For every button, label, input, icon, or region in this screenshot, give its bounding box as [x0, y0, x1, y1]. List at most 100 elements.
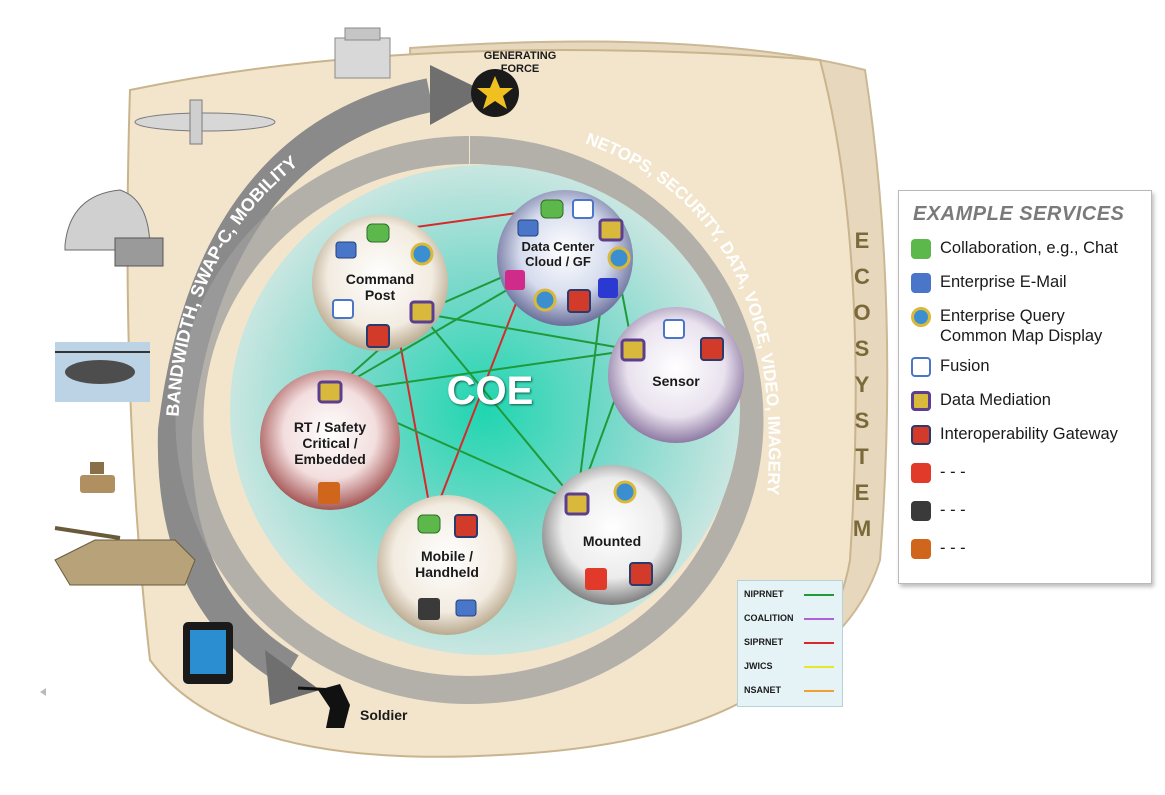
example-services-legend: EXAMPLE SERVICES Collaboration, e.g., Ch… — [898, 190, 1152, 584]
ecosystem-letter: Y — [855, 372, 870, 397]
legend-item: - - - — [911, 463, 966, 483]
legend-item-label: - - - — [940, 501, 966, 519]
red-square-icon — [911, 463, 931, 483]
globe-icon — [607, 246, 631, 270]
coe-title: COE — [446, 369, 534, 413]
bubble-icons — [317, 199, 724, 620]
legend-item: - - - — [911, 539, 966, 559]
building-icon — [334, 27, 391, 79]
legend-item: Enterprise Query Common Map Display — [911, 307, 1102, 347]
network-legend-swatch — [804, 618, 834, 620]
chat-icon — [540, 199, 564, 219]
network-legend-label: SIPRNET — [744, 637, 784, 647]
gray-square-icon — [911, 501, 931, 521]
chat-icon — [417, 514, 441, 534]
puzzle-icon — [629, 562, 653, 586]
puzzle-icon — [567, 289, 591, 313]
aircraft-icon — [134, 99, 276, 145]
chat-icon — [911, 239, 931, 259]
email-icon — [335, 241, 357, 259]
mediation-icon — [911, 391, 931, 411]
network-legend-label: NIPRNET — [744, 589, 784, 599]
network-legend-label: COALITION — [744, 613, 794, 623]
legend-item: - - - — [911, 501, 966, 521]
email-icon — [517, 219, 539, 237]
mobile-label: Mobile / Handheld — [415, 548, 479, 581]
network-legend-label: JWICS — [744, 661, 773, 671]
ecosystem-letter: E — [855, 228, 870, 253]
gray-square-icon — [418, 598, 440, 620]
mediation-icon — [317, 380, 343, 404]
email-icon — [455, 599, 477, 617]
star-icon — [477, 76, 513, 109]
network-legend-swatch — [804, 690, 834, 692]
command-post-label: Command Post — [345, 271, 415, 304]
legend-item-label: Enterprise Query Common Map Display — [940, 307, 1103, 345]
small-triangle-marker — [40, 688, 46, 696]
ecosystem-letter: S — [855, 408, 870, 433]
ecosystem-letter: O — [853, 300, 870, 325]
ecosystem-letter: C — [854, 264, 870, 289]
robot-icon — [80, 462, 115, 493]
mediation-icon — [564, 492, 590, 516]
legend-item: Data Mediation — [911, 391, 1051, 411]
ecosystem-letter: T — [855, 444, 869, 469]
legend-item: Interoperability Gateway — [911, 425, 1118, 445]
red-square-icon — [585, 568, 607, 590]
data-center-label: Data Center Cloud / GF — [521, 239, 595, 269]
generating-force-label: GENERATING FORCE — [483, 50, 557, 75]
sensor-label: Sensor — [652, 373, 700, 389]
globe-icon — [410, 242, 434, 266]
network-legend-swatch — [804, 666, 834, 668]
helicopter-icon — [55, 342, 150, 402]
magenta-square-icon — [505, 270, 525, 290]
orange-square-icon — [911, 539, 931, 559]
ecosystem-letter: E — [855, 480, 870, 505]
ecosystem-letter: M — [853, 516, 871, 541]
soldier-icon — [297, 684, 350, 728]
legend-item-label: Fusion — [940, 357, 990, 375]
mediation-icon — [598, 218, 624, 242]
fusion-icon — [911, 357, 931, 377]
mediation-icon — [620, 338, 646, 362]
chat-icon — [366, 223, 390, 243]
globe-icon — [533, 288, 557, 312]
shelter-icon — [64, 189, 164, 267]
puzzle-icon — [700, 337, 724, 361]
network-legend: NIPRNET COALITION SIPRNET JWICS NSANET — [737, 580, 843, 707]
legend-item-label: Collaboration, e.g., Chat — [940, 239, 1118, 257]
mobile-bubble — [377, 495, 517, 635]
legend-item: Fusion — [911, 357, 990, 377]
tank-icon — [54, 526, 196, 586]
legend-title: EXAMPLE SERVICES — [913, 203, 1125, 225]
legend-item-label: Enterprise E-Mail — [940, 273, 1067, 291]
legend-item-label: - - - — [940, 539, 966, 557]
globe-icon — [613, 480, 637, 504]
rt-safety-label: RT / Safety Critical / Embedded — [293, 419, 367, 468]
globe-icon — [911, 307, 931, 327]
arc-arrow-bottom — [265, 650, 320, 705]
platform-icons — [40, 27, 391, 728]
legend-item-label: Data Mediation — [940, 391, 1051, 409]
mediation-icon — [409, 300, 435, 324]
puzzle-icon — [911, 425, 931, 445]
fusion-icon — [663, 319, 685, 339]
rt-safety-bubble — [260, 370, 400, 510]
fusion-icon — [332, 299, 354, 319]
mounted-label: Mounted — [582, 533, 642, 549]
orange-square-icon — [318, 482, 340, 504]
email-icon — [911, 273, 931, 293]
network-legend-swatch — [804, 594, 834, 596]
legend-item-label: - - - — [940, 463, 966, 481]
legend-item: Enterprise E-Mail — [911, 273, 1067, 293]
puzzle-icon — [454, 514, 478, 538]
network-legend-label: NSANET — [744, 685, 782, 695]
ecosystem-letter: S — [855, 336, 870, 361]
tablet-icon — [183, 622, 233, 684]
legend-item-label: Interoperability Gateway — [940, 425, 1118, 443]
puzzle-icon — [366, 324, 390, 348]
arc-arrow-top — [430, 65, 488, 125]
